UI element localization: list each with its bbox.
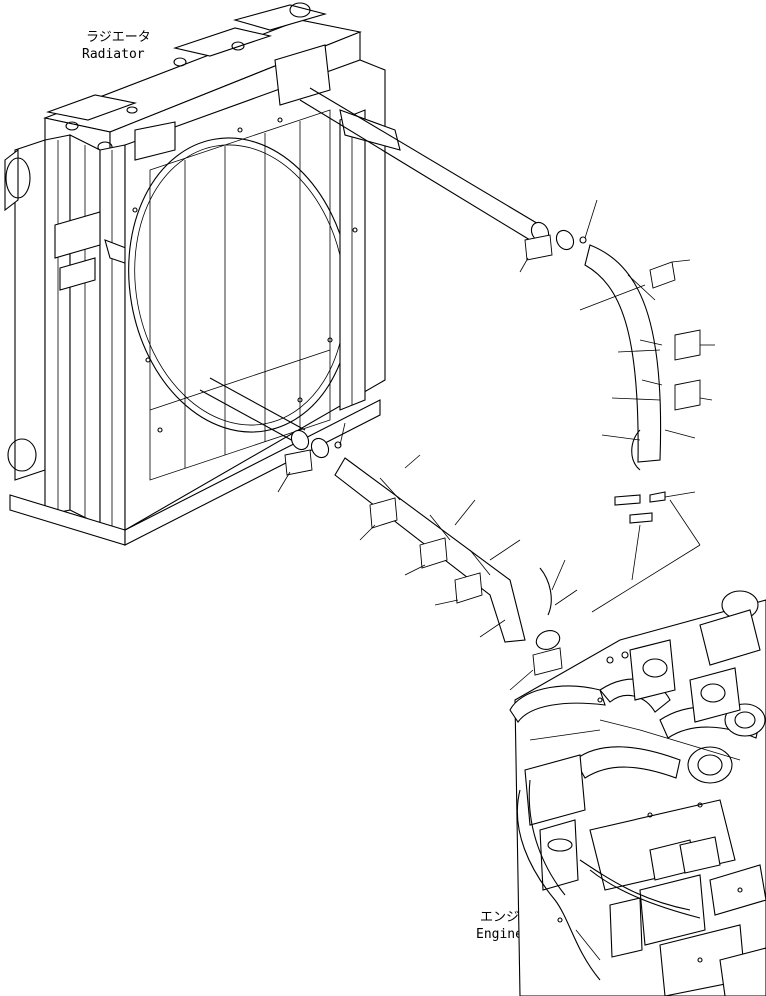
radiator-label-en: Radiator: [82, 47, 145, 62]
engine-assembly: [509, 590, 766, 996]
radiator-assembly: [4, 2, 401, 546]
engine-label-en: Engine: [476, 927, 523, 942]
radiator-label-jp: ラジエータ: [86, 30, 151, 45]
fittings: [591, 491, 701, 613]
lower-pipe: [199, 377, 578, 691]
upper-pipe: [299, 87, 715, 471]
